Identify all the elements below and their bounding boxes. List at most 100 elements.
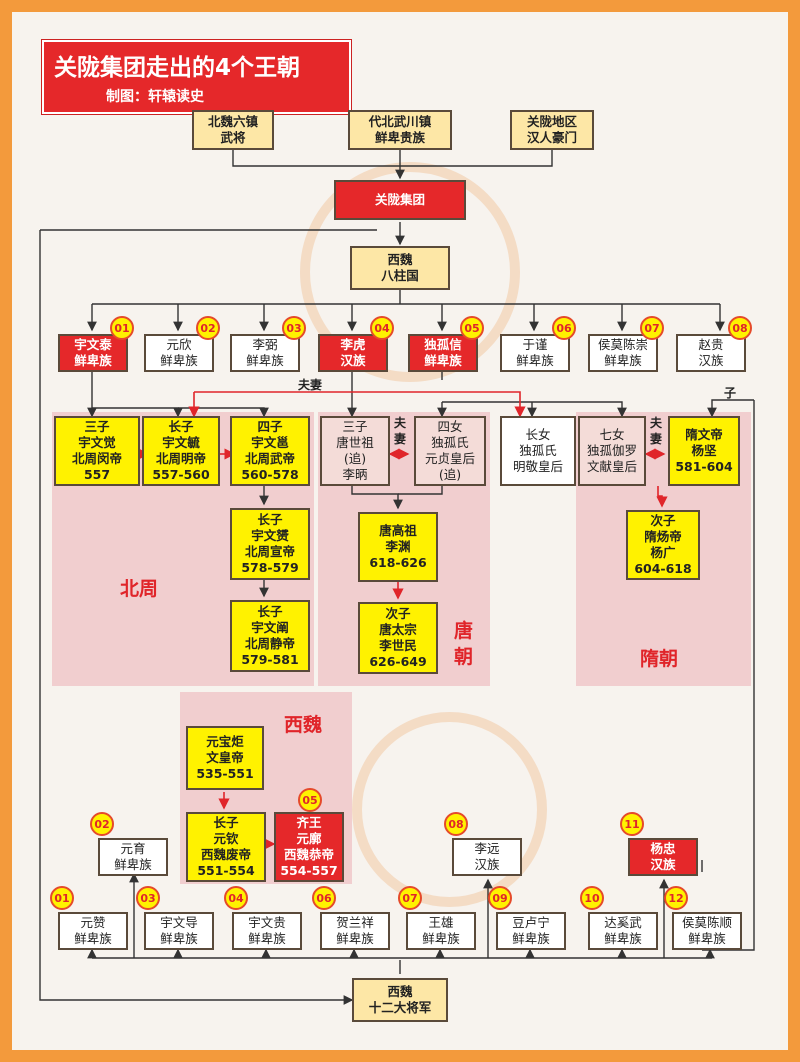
node-line: 元欣 (166, 337, 192, 352)
node-line: 长女 (525, 427, 551, 442)
general-badge-03: 03 (136, 886, 160, 910)
node-line: 西魏 (387, 984, 413, 999)
node-mingjing-empress: 长女独孤氏明敬皇后 (500, 416, 576, 486)
general-09: 豆卢宁鲜卑族 (496, 912, 566, 950)
diagram-canvas: 北周 唐 朝 隋朝 西魏 (12, 12, 788, 1050)
pillar-06: 于谨鲜卑族 (500, 334, 570, 372)
node-line: 581-604 (675, 459, 733, 474)
node-line: 鲜卑族 (512, 931, 550, 946)
pillar-badge-04: 04 (370, 316, 394, 340)
node-line: 西魏恭帝 (283, 847, 334, 862)
node-guanlong-group: 关陇集团 (334, 180, 466, 220)
node-line: 宇文赟 (251, 528, 289, 543)
node-line: 李渊 (385, 539, 411, 554)
node-line: 七女 (599, 427, 625, 442)
node-line: 十二大将军 (368, 1000, 432, 1015)
region-label-sui: 隋朝 (640, 648, 679, 670)
region-label-xiwei: 西魏 (284, 714, 323, 736)
general-04: 宇文贵鲜卑族 (232, 912, 302, 950)
top-source-wuchuan: 代北武川镇鲜卑贵族 (348, 110, 452, 150)
node-line: 唐世祖 (336, 435, 374, 450)
pillar-badge-05: 05 (460, 316, 484, 340)
pillar-badge-01: 01 (110, 316, 134, 340)
node-line: 齐王 (296, 815, 322, 830)
node-line: 关陇集团 (374, 192, 425, 207)
node-sui-dugu-jialuo: 七女独孤伽罗文献皇后 (578, 416, 646, 486)
node-line: 汉族 (474, 857, 500, 872)
node-line: 杨忠 (650, 841, 676, 856)
node-bottom-shier-jiangjun: 西魏十二大将军 (352, 978, 448, 1022)
node-line: 杨坚 (691, 443, 717, 458)
node-line: 鲜卑族 (74, 353, 112, 368)
watermark-seal-top (300, 162, 520, 382)
node-line: 宇文毓 (162, 435, 200, 450)
general-badge-06: 06 (312, 886, 336, 910)
node-line: 于谨 (522, 337, 548, 352)
node-line: 三子 (84, 419, 110, 434)
general-badge-11: 11 (620, 812, 644, 836)
node-line: 北周武帝 (244, 451, 295, 466)
node-line: 赵贵 (698, 337, 724, 352)
general-badge-10: 10 (580, 886, 604, 910)
pillar-badge-08: 08 (728, 316, 752, 340)
pillar-badge-03: 03 (282, 316, 306, 340)
node-line: 侯莫陈崇 (597, 337, 648, 352)
node-line: 618-626 (369, 555, 427, 570)
node-line: 鲜卑族 (604, 931, 642, 946)
general-10: 达奚武鲜卑族 (588, 912, 658, 950)
pillar-badge-06: 06 (552, 316, 576, 340)
node-line: 604-618 (634, 561, 692, 576)
region-label-tang-1: 唐 (454, 620, 474, 642)
node-line: 元育 (120, 841, 146, 856)
node-line: 汉族 (698, 353, 724, 368)
node-line: 鲜卑族 (688, 931, 726, 946)
general-badge-01: 01 (50, 886, 74, 910)
xiwei-gongdi-badge: 05 (298, 788, 322, 812)
node-line: 次子 (650, 513, 676, 528)
connector-lines (39, 150, 755, 1005)
node-line: 李远 (474, 841, 500, 856)
node-line: 汉族 (650, 857, 676, 872)
page-title: 关陇集团走出的4个王朝 (54, 55, 301, 81)
region-label-beizhou: 北周 (120, 578, 159, 600)
page-subtitle: 制图：轩辕读史 (106, 89, 204, 105)
node-line: 隋炀帝 (644, 529, 682, 544)
node-line: 文皇帝 (206, 750, 244, 765)
pillar-badge-07: 07 (640, 316, 664, 340)
node-line: 达奚武 (604, 915, 642, 930)
node-line: 西魏 (387, 252, 413, 267)
node-line: 长子 (213, 815, 239, 830)
node-line: 鲜卑族 (336, 931, 374, 946)
node-line: 独孤信 (424, 337, 462, 352)
node-line: 579-581 (241, 652, 299, 667)
node-line: 535-551 (196, 766, 254, 781)
node-line: 贺兰祥 (336, 915, 374, 930)
general-01: 元赞鲜卑族 (58, 912, 128, 950)
node-line: 李弼 (252, 337, 278, 352)
node-line: 唐太宗 (379, 622, 417, 637)
node-line: 鲜卑族 (422, 931, 460, 946)
node-line: 鲜卑族 (114, 857, 152, 872)
top-source-liuzhen: 北魏六镇武将 (192, 110, 274, 150)
node-line: 侯莫陈顺 (681, 915, 732, 930)
pillar-03: 李弼鲜卑族 (230, 334, 300, 372)
node-line: 557-560 (152, 467, 210, 482)
top-source-guanlong: 关陇地区汉人豪门 (510, 110, 594, 150)
general-badge-07: 07 (398, 886, 422, 910)
node-line: 元宝炬 (206, 734, 244, 749)
node-line: 宇文觉 (78, 435, 116, 450)
pillar-08: 赵贵汉族 (676, 334, 746, 372)
node-line: 鲜卑贵族 (374, 130, 425, 145)
node-line: 次子 (385, 606, 411, 621)
node-line: 隋文帝 (685, 427, 723, 442)
general-06: 贺兰祥鲜卑族 (320, 912, 390, 950)
node-line: 宇文贵 (248, 915, 286, 930)
node-line: 北周闵帝 (71, 451, 122, 466)
